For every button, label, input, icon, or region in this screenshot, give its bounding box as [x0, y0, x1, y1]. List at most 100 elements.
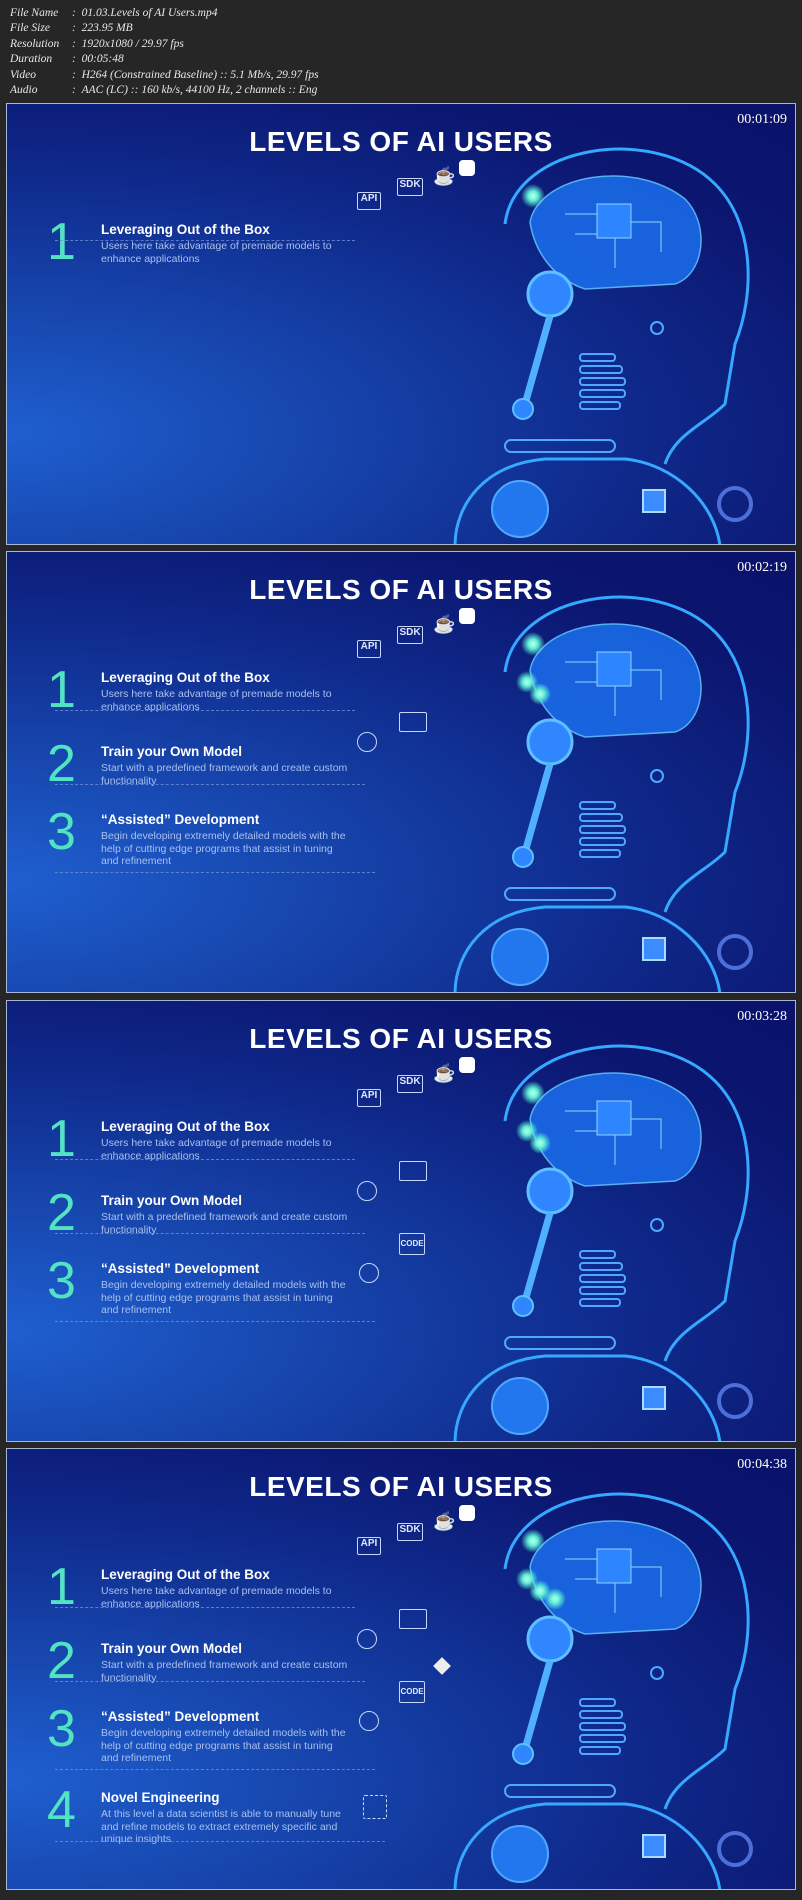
- cloud-gear-icon: [357, 732, 377, 752]
- sdk-icon: SDK: [397, 626, 423, 644]
- python-icon: [459, 608, 475, 624]
- level-number: 1: [47, 1558, 76, 1616]
- api-icon: API: [357, 1089, 381, 1107]
- file-info-row: Video: H264 (Constrained Baseline) :: 5.…: [10, 68, 319, 83]
- java-icon: ☕: [433, 1063, 456, 1083]
- code-icon: CODE: [399, 1681, 425, 1703]
- file-info-row: Audio: AAC (LC) :: 160 kb/s, 44100 Hz, 2…: [10, 83, 319, 98]
- level-number: 3: [47, 1252, 76, 1310]
- api-icon: API: [357, 192, 381, 210]
- level-heading: “Assisted” Development: [101, 1261, 260, 1276]
- python-icon: [459, 1505, 475, 1521]
- level-number: 3: [47, 803, 76, 861]
- level-heading: Train your Own Model: [101, 1641, 243, 1656]
- robot-illustration: [453, 595, 753, 992]
- level-separator: [55, 872, 375, 873]
- video-frame: 00:01:09 LEVELS OF AI USERS API SDK ☕ 1 …: [6, 103, 796, 545]
- java-icon: ☕: [433, 614, 456, 634]
- monitor-cube-icon: [399, 1609, 427, 1629]
- api-icon: API: [357, 1537, 381, 1555]
- level-number: 2: [47, 735, 76, 793]
- glow-dot: [529, 683, 551, 705]
- level-description: Users here take advantage of premade mod…: [101, 1137, 332, 1162]
- level-description: At this level a data scientist is able t…: [101, 1808, 341, 1845]
- java-icon: ☕: [433, 166, 456, 186]
- sdk-icon: SDK: [397, 178, 423, 196]
- level-description: Start with a predefined framework and cr…: [101, 1211, 348, 1236]
- slide-title: LEVELS OF AI USERS: [249, 574, 553, 605]
- file-info-row: Resolution: 1920x1080 / 29.97 fps: [10, 37, 319, 52]
- slide-title: LEVELS OF AI USERS: [249, 1471, 553, 1502]
- level-description: Begin developing extremely detailed mode…: [101, 830, 346, 867]
- video-frame: 00:04:38 LEVELS OF AI USERS API SDK ☕ CO…: [6, 1448, 796, 1890]
- level-number: 2: [47, 1632, 76, 1690]
- file-info-value: AAC (LC) :: 160 kb/s, 44100 Hz, 2 channe…: [81, 84, 318, 97]
- sdk-icon: SDK: [397, 1523, 423, 1541]
- file-info-row: Duration: 00:05:48: [10, 52, 319, 67]
- atom-icon: [359, 1711, 379, 1731]
- level-separator: [55, 1769, 375, 1770]
- level-separator: [55, 1841, 385, 1842]
- level-number: 3: [47, 1700, 76, 1758]
- atom-icon: [359, 1263, 379, 1283]
- level-heading: Train your Own Model: [101, 1193, 243, 1208]
- slide-title: LEVELS OF AI USERS: [249, 1023, 553, 1054]
- robot-illustration: [453, 1044, 753, 1441]
- file-info-value: 1920x1080 / 29.97 fps: [81, 37, 184, 50]
- level-heading: Leveraging Out of the Box: [101, 670, 270, 685]
- level-number: 1: [47, 1110, 76, 1168]
- level-separator: [55, 710, 355, 711]
- timestamp: 00:02:19: [737, 560, 787, 575]
- file-info-key: File Name: [10, 7, 59, 19]
- cloud-gear-icon: [357, 1629, 377, 1649]
- diamond-layers-icon: [363, 1795, 387, 1819]
- python-icon: [459, 1057, 475, 1073]
- level-separator: [55, 1321, 375, 1322]
- file-info-key: File Size: [10, 22, 50, 35]
- level-separator: [55, 240, 355, 241]
- level-separator: [55, 784, 365, 785]
- api-icon: API: [357, 640, 381, 658]
- level-heading: Leveraging Out of the Box: [101, 1567, 270, 1582]
- level-description: Begin developing extremely detailed mode…: [101, 1727, 346, 1764]
- level-heading: Novel Engineering: [101, 1790, 220, 1805]
- timestamp: 00:04:38: [737, 1457, 787, 1472]
- level-heading: Leveraging Out of the Box: [101, 222, 270, 237]
- level-separator: [55, 1681, 365, 1682]
- level-heading: “Assisted” Development: [101, 812, 260, 827]
- glow-dot: [529, 1132, 551, 1154]
- timestamp: 00:01:09: [737, 112, 787, 127]
- file-info-sep: :: [72, 84, 82, 97]
- file-info-sep: :: [72, 68, 82, 81]
- level-heading: “Assisted” Development: [101, 1709, 260, 1724]
- level-separator: [55, 1159, 355, 1160]
- python-icon: [459, 160, 475, 176]
- file-info-value: H264 (Constrained Baseline) :: 5.1 Mb/s,…: [81, 68, 319, 81]
- file-info-value: 00:05:48: [81, 53, 124, 66]
- file-info-sep: :: [72, 37, 82, 50]
- cloud-gear-icon: [357, 1181, 377, 1201]
- file-info-sep: :: [72, 7, 82, 19]
- level-heading: Leveraging Out of the Box: [101, 1119, 270, 1134]
- file-info-row: File Name: 01.03.Levels of AI Users.mp4: [10, 6, 319, 21]
- file-info-sep: :: [72, 53, 82, 66]
- video-frame: 00:02:19 LEVELS OF AI USERS API SDK ☕ 1 …: [6, 551, 796, 993]
- file-info-key: Audio: [10, 84, 38, 97]
- level-description: Begin developing extremely detailed mode…: [101, 1279, 346, 1316]
- code-icon: CODE: [399, 1233, 425, 1255]
- file-info-sep: :: [72, 22, 82, 35]
- video-frame: 00:03:28 LEVELS OF AI USERS API SDK ☕ CO…: [6, 1000, 796, 1442]
- level-number: 2: [47, 1184, 76, 1242]
- level-separator: [55, 1607, 355, 1608]
- sdk-icon: SDK: [397, 1075, 423, 1093]
- file-info-row: File Size: 223.95 MB: [10, 21, 319, 36]
- level-heading: Train your Own Model: [101, 744, 243, 759]
- level-description: Users here take advantage of premade mod…: [101, 240, 332, 265]
- level-number: 4: [47, 1781, 76, 1839]
- level-number: 1: [47, 661, 76, 719]
- file-info-key: Resolution: [10, 37, 60, 50]
- robot-illustration: [453, 1492, 753, 1889]
- file-info-key: Duration: [10, 53, 53, 66]
- level-description: Start with a predefined framework and cr…: [101, 762, 348, 787]
